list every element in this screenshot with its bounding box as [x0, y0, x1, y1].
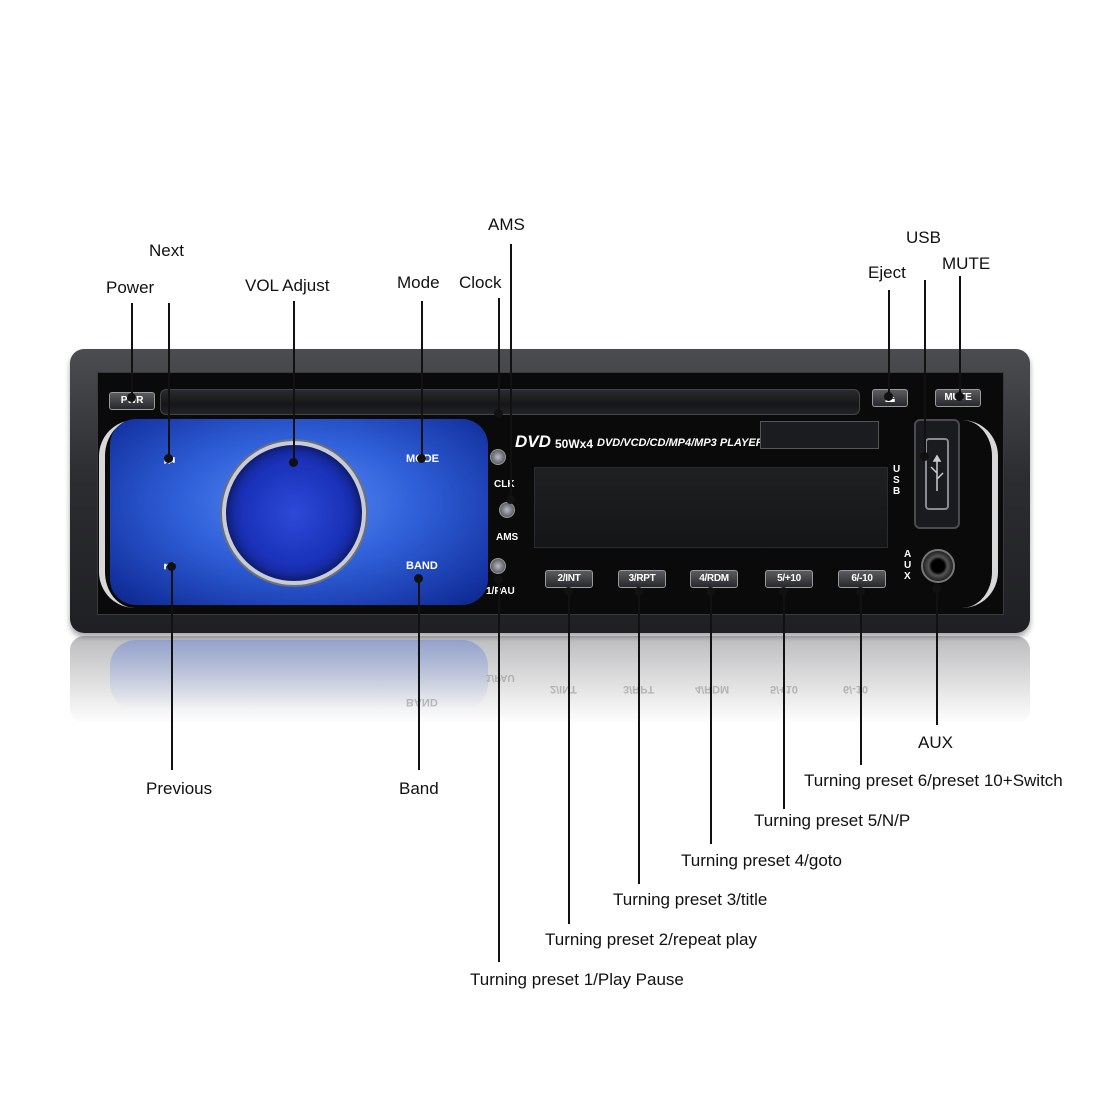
preset-4-button[interactable]: 5/+10 — [765, 570, 813, 588]
preset-1-pointer-dot — [494, 575, 503, 584]
preset-3-callout: Turning preset 3/title — [613, 890, 768, 909]
aux-jack[interactable] — [921, 549, 955, 583]
preset-1-callout: Turning preset 1/Play Pause — [470, 970, 684, 989]
preset-3-pointer-dot — [634, 587, 643, 596]
preset-5-pointer-dot — [779, 587, 788, 596]
usb-port[interactable] — [914, 419, 960, 529]
preset-5-callout: Turning preset 5/N/P — [754, 811, 911, 830]
preset-1-reflection: 2/INT — [550, 683, 577, 695]
power-callout: Power — [106, 278, 155, 297]
preset-4-pointer-dot — [706, 587, 715, 596]
clk-label: CLK — [494, 479, 515, 490]
next-pointer-dot — [164, 454, 173, 463]
lcd-display — [534, 467, 888, 548]
preset-2-pointer-dot — [564, 587, 573, 596]
clock-callout: Clock — [459, 273, 502, 292]
pau-label: 1/PAU — [486, 586, 515, 597]
card-slot — [760, 421, 879, 449]
preset-5-button[interactable]: 6/-10 — [838, 570, 886, 588]
vol-pointer-dot — [289, 458, 298, 467]
ams-label: AMS — [496, 532, 519, 543]
previous-pointer-dot — [167, 562, 176, 571]
mode-callout: Mode — [397, 273, 440, 292]
usb-label: USB — [893, 464, 901, 497]
next-callout: Next — [149, 241, 184, 260]
usb-icon — [925, 438, 949, 510]
panel-reflection — [110, 640, 488, 710]
mute-callout: MUTE — [942, 254, 991, 273]
preset-2-callout: Turning preset 2/repeat play — [545, 930, 757, 949]
clock-pointer-dot — [494, 409, 503, 418]
preset-4-callout: Turning preset 4/goto — [681, 851, 842, 870]
band-callout: Band — [399, 779, 439, 798]
eject-callout: Eject — [868, 263, 906, 282]
ams-pointer-dot — [506, 495, 515, 504]
aux-pointer-dot — [932, 584, 941, 593]
ams-callout: AMS — [488, 215, 525, 234]
preset-3-button[interactable]: 4/RDM — [690, 570, 738, 588]
previous-callout: Previous — [146, 779, 213, 798]
pause-button[interactable] — [490, 558, 506, 574]
left-chrome-arc — [99, 420, 135, 608]
preset-2-button[interactable]: 3/RPT — [618, 570, 666, 588]
preset-5-reflection: 6/-10 — [843, 683, 869, 695]
power-rating: 50Wx4 — [555, 437, 594, 451]
band-pointer-dot — [414, 574, 423, 583]
mute-pointer-dot — [955, 392, 964, 401]
ams-button[interactable] — [499, 502, 515, 518]
usb-pointer-dot — [920, 452, 929, 461]
band-reflection: BAND — [406, 696, 438, 708]
preset-6-callout: Turning preset 6/preset 10+Switch — [804, 771, 1063, 790]
unit-reflection — [70, 636, 1030, 724]
mode-pointer-dot — [417, 454, 426, 463]
power-pointer-dot — [127, 393, 136, 402]
preset-6-pointer-dot — [856, 587, 865, 596]
band-button[interactable]: BAND — [406, 560, 438, 572]
aux-callout: AUX — [918, 733, 953, 752]
preset-1-button[interactable]: 2/INT — [545, 570, 593, 588]
preset-3-reflection: 4/RDM — [695, 683, 730, 695]
eject-pointer-dot — [884, 392, 893, 401]
aux-label: AUX — [904, 549, 912, 582]
dvd-logo: DVD — [515, 432, 551, 451]
right-chrome-arc — [962, 420, 998, 608]
usb-callout: USB — [906, 228, 941, 247]
pau-reflection: 1/PAU — [486, 672, 515, 683]
clock-button[interactable] — [490, 449, 506, 465]
format-label: DVD/VCD/CD/MP4/MP3 PLAYER — [597, 437, 764, 449]
vol-adjust-callout: VOL Adjust — [245, 276, 330, 295]
